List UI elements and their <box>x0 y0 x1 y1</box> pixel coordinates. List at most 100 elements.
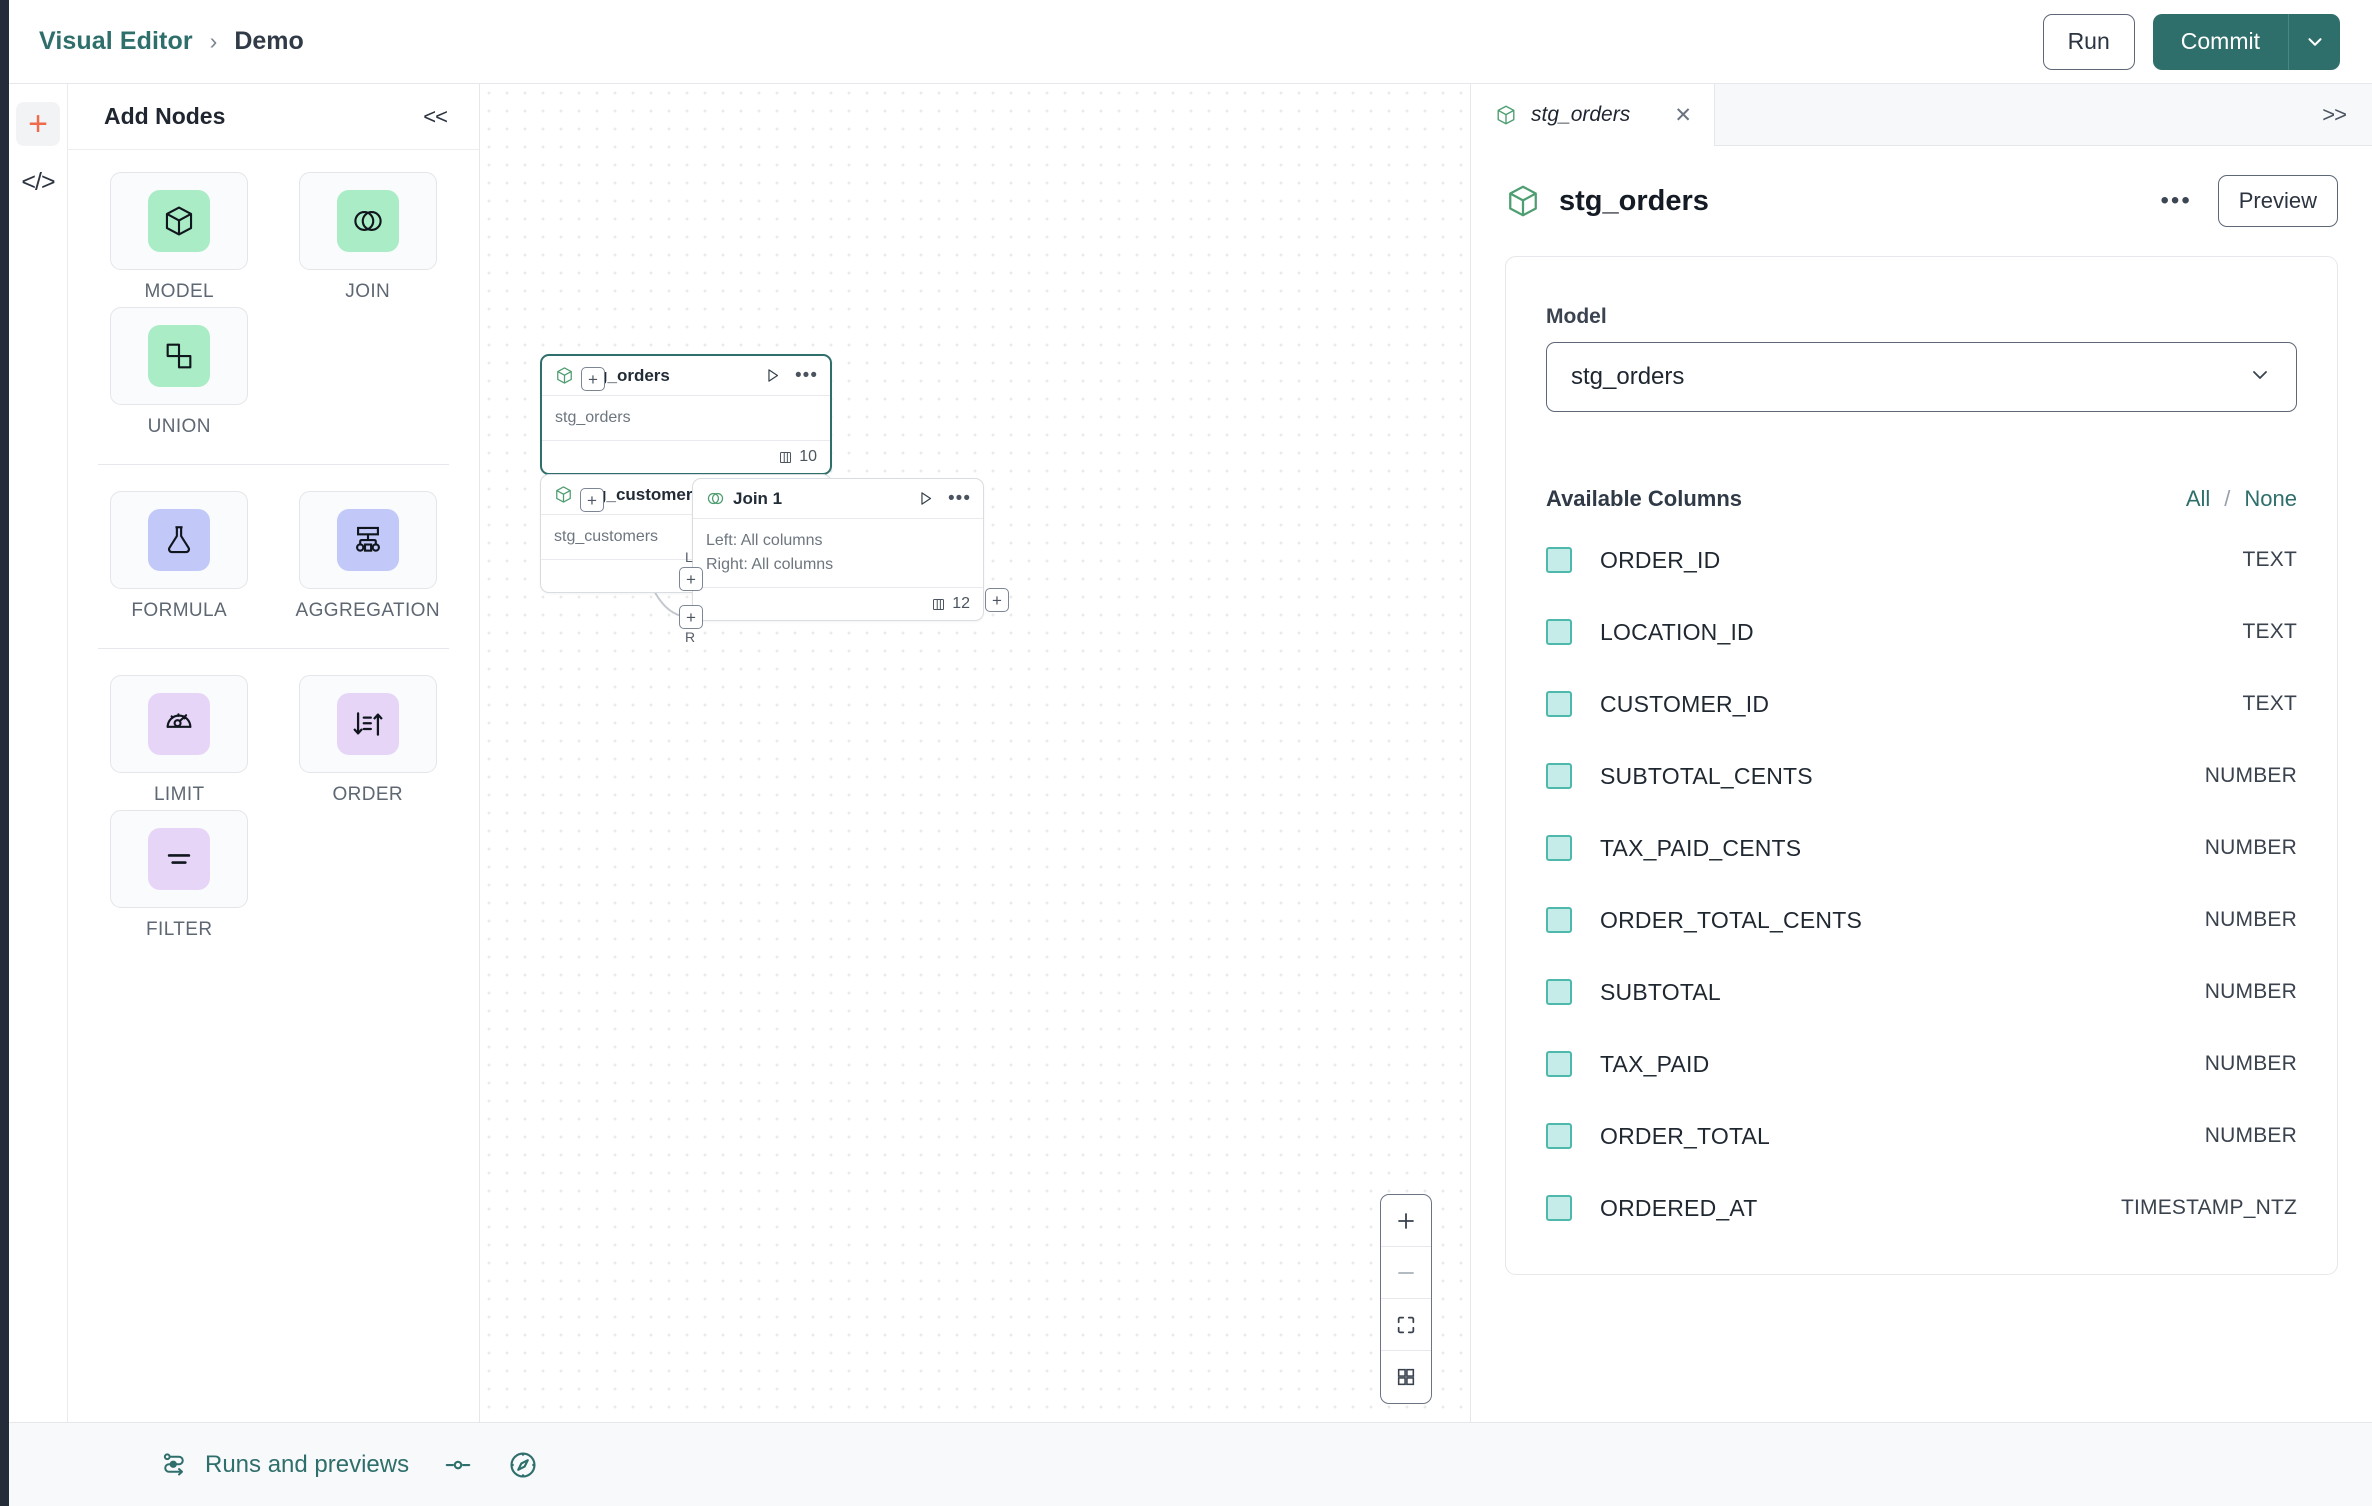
node-group-transforms: FORMULA AGGREGATION <box>96 491 451 622</box>
expand-panel-button[interactable]: >> <box>2322 101 2347 127</box>
palette-item-limit[interactable]: LIMIT <box>96 675 263 806</box>
palette-label-model: MODEL <box>144 281 215 302</box>
zoom-out-button[interactable] <box>1381 1247 1431 1299</box>
fit-icon <box>1397 1316 1415 1333</box>
palette-card-join[interactable] <box>298 172 437 270</box>
palette-card-filter[interactable] <box>110 810 249 908</box>
output-handle-stg-orders[interactable]: + <box>581 367 605 391</box>
column-row[interactable]: TAX_PAID NUMBER <box>1546 1028 2297 1100</box>
model-select[interactable]: stg_orders <box>1546 342 2297 412</box>
column-checkbox[interactable] <box>1546 547 1572 573</box>
zoom-in-button[interactable] <box>1381 1195 1431 1247</box>
palette-card-union[interactable] <box>110 307 249 405</box>
column-name: LOCATION_ID <box>1600 618 1754 645</box>
venn-icon <box>336 190 399 252</box>
column-name: TAX_PAID <box>1600 1050 1710 1077</box>
add-nodes-rail-button[interactable]: + <box>16 102 60 146</box>
column-checkbox[interactable] <box>1546 907 1572 933</box>
column-row[interactable]: SUBTOTAL_CENTS NUMBER <box>1546 740 2297 812</box>
column-row[interactable]: CUSTOMER_ID TEXT <box>1546 668 2297 740</box>
palette-card-limit[interactable] <box>110 675 249 773</box>
tab-stg-orders[interactable]: stg_orders ✕ <box>1471 84 1715 146</box>
details-panel: stg_orders ✕ >> stg_orders ••• Preview M… <box>1471 84 2372 1422</box>
select-none-link[interactable]: None <box>2244 486 2297 511</box>
panel-menu-button[interactable]: ••• <box>2160 187 2192 214</box>
flow-node-join-1[interactable]: Join 1 ••• Left: All columns Right: All … <box>692 478 984 621</box>
sort-icon <box>336 693 399 755</box>
node-menu-button[interactable]: ••• <box>795 364 818 386</box>
column-row[interactable]: TAX_PAID_CENTS NUMBER <box>1546 812 2297 884</box>
timeline-toggle[interactable] <box>443 1450 473 1480</box>
column-row[interactable]: ORDER_TOTAL_CENTS NUMBER <box>1546 884 2297 956</box>
filter-icon <box>148 828 211 890</box>
column-row[interactable]: ORDER_TOTAL NUMBER <box>1546 1100 2297 1172</box>
model-config-card: Model stg_orders Available Columns All /… <box>1505 256 2338 1275</box>
details-tabstrip: stg_orders ✕ >> <box>1471 84 2372 146</box>
column-checkbox[interactable] <box>1546 691 1572 717</box>
page-title: stg_orders <box>1559 184 1709 217</box>
palette-item-model[interactable]: MODEL <box>96 172 263 303</box>
column-checkbox[interactable] <box>1546 1051 1572 1077</box>
node-menu-button[interactable]: ••• <box>948 487 971 509</box>
tabstrip-spacer: >> <box>1715 84 2372 145</box>
fit-view-button[interactable] <box>1381 1299 1431 1351</box>
join-right-summary: Right: All columns <box>706 556 834 573</box>
details-panel-scroll[interactable]: Model stg_orders Available Columns All /… <box>1471 256 2372 1422</box>
column-type: NUMBER <box>2204 764 2297 787</box>
toggle-minimap-button[interactable] <box>1381 1351 1431 1403</box>
run-button[interactable]: Run <box>2042 13 2135 70</box>
tab-label: stg_orders <box>1531 103 1631 126</box>
column-checkbox[interactable] <box>1546 1123 1572 1149</box>
column-name: CUSTOMER_ID <box>1600 690 1770 717</box>
palette-card-model[interactable] <box>110 172 249 270</box>
commit-dropdown-button[interactable] <box>2288 13 2340 70</box>
collapse-panel-button[interactable]: << <box>423 103 448 129</box>
preview-button[interactable]: Preview <box>2217 175 2338 227</box>
breadcrumb: Visual Editor › Demo <box>9 27 304 56</box>
palette-item-join[interactable]: JOIN <box>285 172 452 303</box>
join-right-input-handle[interactable]: + <box>679 605 703 629</box>
column-checkbox[interactable] <box>1546 1195 1572 1221</box>
flow-canvas[interactable]: stg_orders ••• stg_orders 10 + st <box>480 84 1471 1422</box>
add-nodes-panel: Add Nodes << MODEL <box>68 84 480 1422</box>
column-checkbox[interactable] <box>1546 979 1572 1005</box>
column-name: ORDER_TOTAL_CENTS <box>1600 906 1862 933</box>
column-row[interactable]: SUBTOTAL NUMBER <box>1546 956 2297 1028</box>
palette-item-aggregation[interactable]: AGGREGATION <box>285 491 452 622</box>
breadcrumb-root-link[interactable]: Visual Editor <box>39 27 193 55</box>
column-checkbox[interactable] <box>1546 763 1572 789</box>
output-handle-stg-customers[interactable]: + <box>580 488 604 512</box>
commit-button[interactable]: Commit <box>2152 13 2288 70</box>
flow-node-header: Join 1 ••• <box>693 479 983 519</box>
palette-item-formula[interactable]: FORMULA <box>96 491 263 622</box>
join-left-input-handle[interactable]: + <box>679 567 703 591</box>
code-view-rail-button[interactable]: </> <box>16 160 60 204</box>
palette-item-union[interactable]: UNION <box>96 307 263 438</box>
column-checkbox[interactable] <box>1546 835 1572 861</box>
available-columns-title: Available Columns <box>1546 486 1743 511</box>
top-bar-actions: Run Commit <box>2042 13 2372 70</box>
close-icon[interactable]: ✕ <box>1674 103 1692 127</box>
cube-icon <box>1509 185 1537 217</box>
cube-icon <box>557 367 572 384</box>
palette-card-aggregation[interactable] <box>298 491 437 589</box>
join-output-handle[interactable]: + <box>985 588 1009 612</box>
run-node-button[interactable] <box>917 490 934 507</box>
run-node-button[interactable] <box>764 367 781 384</box>
palette-card-formula[interactable] <box>110 491 249 589</box>
available-columns-list: ORDER_ID TEXT LOCATION_ID TEXT CUSTOMER_… <box>1546 524 2297 1244</box>
explore-button[interactable] <box>507 1449 539 1481</box>
add-nodes-title: Add Nodes <box>104 103 226 129</box>
canvas-zoom-controls <box>1380 1194 1432 1404</box>
column-row[interactable]: ORDER_ID TEXT <box>1546 524 2297 596</box>
palette-item-order[interactable]: ORDER <box>285 675 452 806</box>
palette-card-order[interactable] <box>298 675 437 773</box>
palette-item-filter[interactable]: FILTER <box>96 810 263 941</box>
column-row[interactable]: ORDERED_AT TIMESTAMP_NTZ <box>1546 1172 2297 1244</box>
column-row[interactable]: LOCATION_ID TEXT <box>1546 596 2297 668</box>
column-type: TEXT <box>2242 692 2297 715</box>
column-name: ORDER_TOTAL <box>1600 1122 1771 1149</box>
runs-and-previews-button[interactable]: Runs and previews <box>159 1450 409 1480</box>
column-checkbox[interactable] <box>1546 619 1572 645</box>
select-all-link[interactable]: All <box>2185 486 2211 511</box>
